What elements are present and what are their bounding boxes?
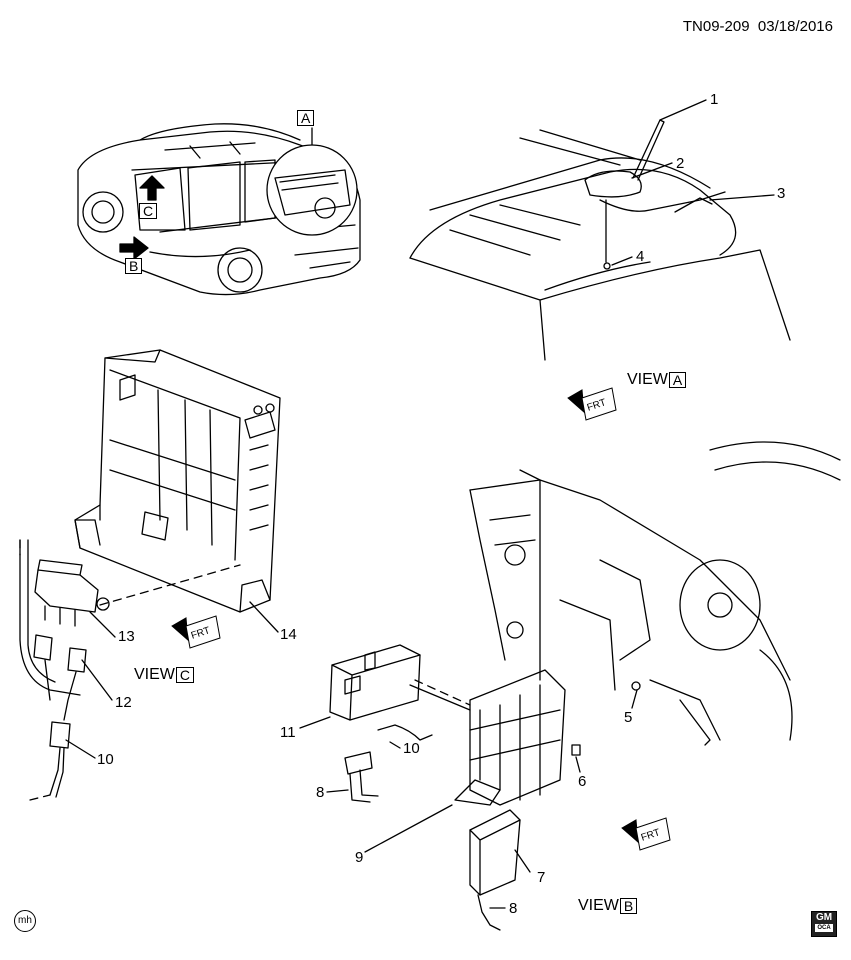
front-arrows [171, 387, 671, 851]
callout-5: 5 [624, 709, 633, 726]
view-b-word: VIEW [578, 897, 619, 914]
callout-14: 14 [280, 626, 297, 643]
marker-c: C [139, 203, 158, 219]
callout-8-harness: 8 [316, 784, 325, 801]
doc-date: 03/18/2016 [757, 18, 833, 35]
callout-11: 11 [280, 724, 296, 741]
callout-6: 6 [578, 773, 587, 790]
view-a-illustration [409, 119, 791, 361]
callout-7: 7 [537, 869, 546, 886]
view-a-letter: A [668, 372, 687, 388]
view-c-word: VIEW [134, 666, 175, 683]
callout-12: 12 [115, 694, 132, 711]
callout-13: 13 [118, 628, 135, 645]
doc-id: TN09-209 [682, 18, 750, 35]
view-c-illustration [19, 539, 110, 798]
module-14-illustration [74, 349, 281, 613]
gm-logo-top: GM [815, 912, 833, 923]
view-b-letter: B [619, 898, 638, 914]
marker-a: A [297, 110, 315, 126]
callout-10-c: 10 [97, 751, 114, 768]
view-c-letter: C [175, 667, 195, 683]
gm-logo-bottom: OCA [815, 924, 833, 932]
callout-8-lower: 8 [509, 900, 518, 917]
callout-1: 1 [710, 91, 719, 108]
vehicle-illustration [77, 123, 361, 296]
callout-10-b: 10 [403, 740, 420, 757]
mh-logo: mh [14, 910, 36, 932]
callout-9: 9 [355, 849, 364, 866]
callout-3: 3 [777, 185, 786, 202]
view-a-word: VIEW [627, 371, 668, 388]
callout-4: 4 [636, 248, 645, 265]
view-b-illustration [329, 441, 841, 931]
marker-b: B [125, 258, 143, 274]
callout-2: 2 [676, 155, 685, 172]
doc-header: TN09-209 03/18/2016 [683, 18, 833, 35]
gm-logo: GM OCA [811, 911, 837, 937]
